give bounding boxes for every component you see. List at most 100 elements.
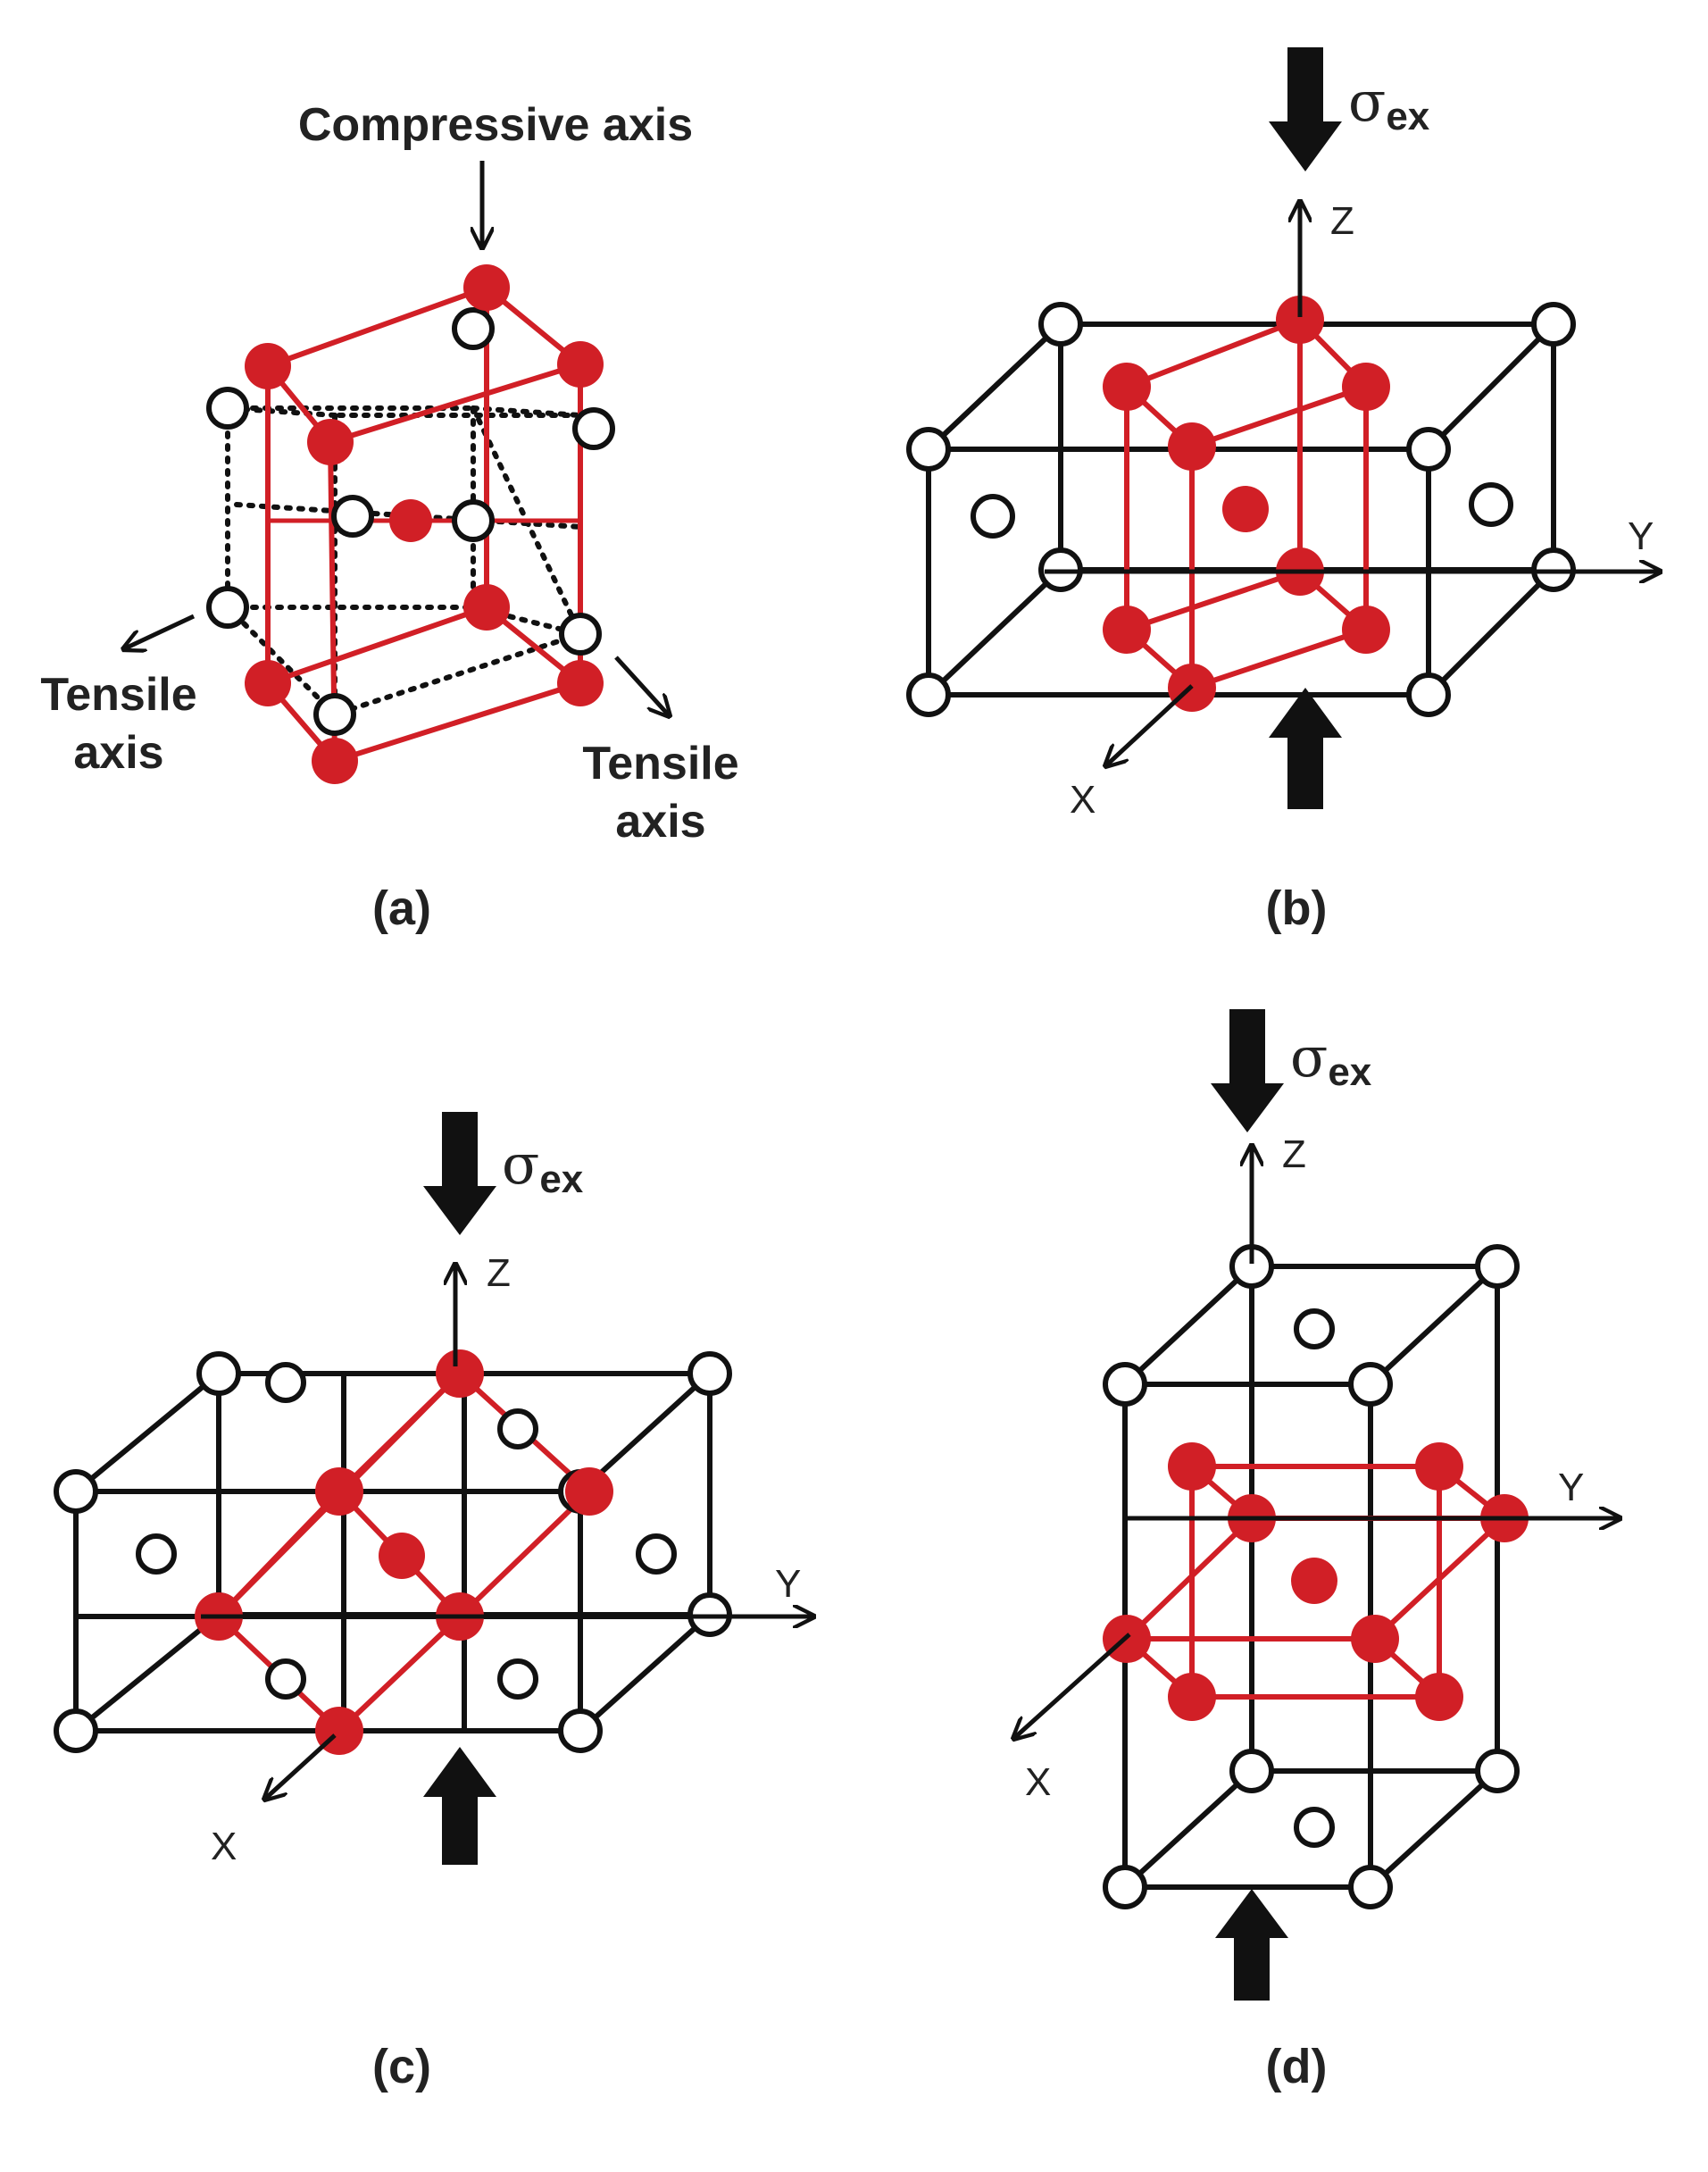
stress-arrow-bottom-d [1215, 1889, 1288, 2001]
bct-atom-red [1103, 363, 1151, 411]
fcc-atom-open [1294, 1308, 1335, 1349]
fcc-atom-open [1406, 672, 1451, 717]
caption-c: (c) [372, 2040, 431, 2093]
bct-atom-red [1342, 363, 1390, 411]
fcc-cell-edge [1426, 567, 1556, 698]
fcc-atom-open [331, 495, 374, 538]
fcc-atom-open [313, 693, 356, 736]
stress-label-d: σex [1290, 1024, 1372, 1094]
fcc-atom-open [136, 1533, 177, 1575]
bct-atom-red [379, 1533, 425, 1579]
x-label-c: X [211, 1825, 237, 1868]
z-label-c: Z [487, 1251, 511, 1295]
bct-atom-red [436, 1349, 484, 1398]
stress-label-b: σex [1348, 69, 1430, 138]
fcc-atom-open [1103, 1362, 1147, 1407]
bct-atom-red [1168, 422, 1216, 471]
bct-atom-red [1222, 486, 1269, 532]
y-label-c: Y [775, 1562, 801, 1606]
bct-atom-red [463, 584, 510, 631]
fcc-atom-open [54, 1469, 98, 1514]
stress-arrow-top-b [1269, 47, 1342, 171]
fcc-atom-open [1038, 302, 1083, 347]
fcc-atom-open [1294, 1807, 1335, 1848]
fcc-atom-open [1229, 1749, 1274, 1793]
fcc-atom-open [1475, 1749, 1520, 1793]
fcc-cell-edge [1368, 1264, 1500, 1387]
y-label-d: Y [1558, 1466, 1584, 1509]
bct-atom-red [1291, 1558, 1337, 1604]
tensile-axis-right-arrow [614, 656, 670, 716]
x-axis-d [1013, 1633, 1131, 1739]
caption-d: (d) [1266, 2040, 1328, 2093]
fcc-cell-edge [1426, 322, 1556, 452]
fcc-cell-edge [73, 1371, 221, 1494]
tensile-axis-right-label-line1: Tensile [582, 738, 738, 789]
bct-cell-edge [1124, 317, 1303, 389]
fcc-atom-open [687, 1351, 732, 1396]
panel-c: σex Z Y X (c) [54, 1112, 814, 2093]
bct-atom-red [557, 660, 604, 706]
fcc-atom-open [54, 1708, 98, 1753]
fcc-atom-open [1469, 482, 1513, 527]
bct-atom-red [315, 1467, 363, 1516]
caption-a: (a) [372, 881, 431, 935]
bct-cell-edge [265, 285, 489, 369]
fcc-atom-open [906, 672, 951, 717]
bct-atom-red [1342, 606, 1390, 654]
bct-atom-red [312, 738, 358, 784]
x-axis-c [264, 1733, 337, 1800]
bct-cell-edge [265, 605, 489, 686]
x-label-b: X [1070, 778, 1096, 822]
bct-atom-red [1103, 606, 1151, 654]
fcc-cell-edge [1122, 1264, 1254, 1387]
fcc-cell-edge [578, 1612, 712, 1733]
tensile-axis-left-label-line2: axis [73, 727, 163, 779]
bct-atom-red [1168, 1673, 1216, 1721]
bct-cell-edge [1124, 1516, 1254, 1642]
bct-atom-red [463, 264, 510, 311]
fcc-atom-open [558, 1708, 603, 1753]
fcc-cell-dotted-edge [234, 502, 583, 530]
bct-cell-edge [1189, 627, 1369, 690]
stress-arrow-bottom-b [1269, 688, 1342, 809]
fcc-atom-open [572, 407, 615, 450]
tensile-axis-left-arrow [123, 614, 196, 649]
bct-atom-red [245, 660, 291, 706]
bct-atom-red [1168, 1442, 1216, 1491]
bct-atom-red [1276, 296, 1324, 344]
bct-atom-red [307, 419, 354, 465]
fcc-atom-open [196, 1351, 241, 1396]
fcc-atom-open [906, 427, 951, 472]
x-axis-b [1105, 684, 1194, 766]
bct-cell-edge [457, 1489, 592, 1619]
compressive-axis-label: Compressive axis [298, 99, 693, 151]
panel-b: σex Z Y X (b) [906, 47, 1661, 935]
panel-a: Compressive axis Tensile axis Tensile ax… [40, 99, 738, 935]
fcc-cell-edge [926, 567, 1063, 698]
caption-b: (b) [1266, 881, 1328, 935]
fcc-atom-open [636, 1533, 677, 1575]
fcc-cell-edge [73, 1612, 221, 1733]
bct-cell-edge [328, 362, 583, 445]
fcc-atom-open [1531, 302, 1576, 347]
bct-cell-edge [337, 1614, 462, 1733]
fcc-atom-open [206, 387, 249, 430]
bct-atom-red [1351, 1615, 1399, 1663]
bct-atom-red [557, 341, 604, 388]
fcc-atom-open [452, 499, 495, 542]
tensile-axis-right-label-line2: axis [615, 796, 705, 848]
fcc-cell-edge [1368, 1768, 1500, 1890]
x-label-d: X [1025, 1760, 1051, 1804]
bct-atom-red [245, 343, 291, 389]
tensile-axis-left-label-line1: Tensile [40, 669, 196, 721]
fcc-atom-open [1348, 1865, 1393, 1909]
bct-atom-red [565, 1467, 613, 1516]
bct-cell-edge [332, 681, 583, 764]
z-label-d: Z [1282, 1132, 1306, 1176]
bct-atom-red [389, 499, 432, 542]
fcc-atom-open [265, 1362, 306, 1403]
fcc-atom-open [265, 1658, 306, 1700]
fcc-atom-open [971, 494, 1015, 539]
